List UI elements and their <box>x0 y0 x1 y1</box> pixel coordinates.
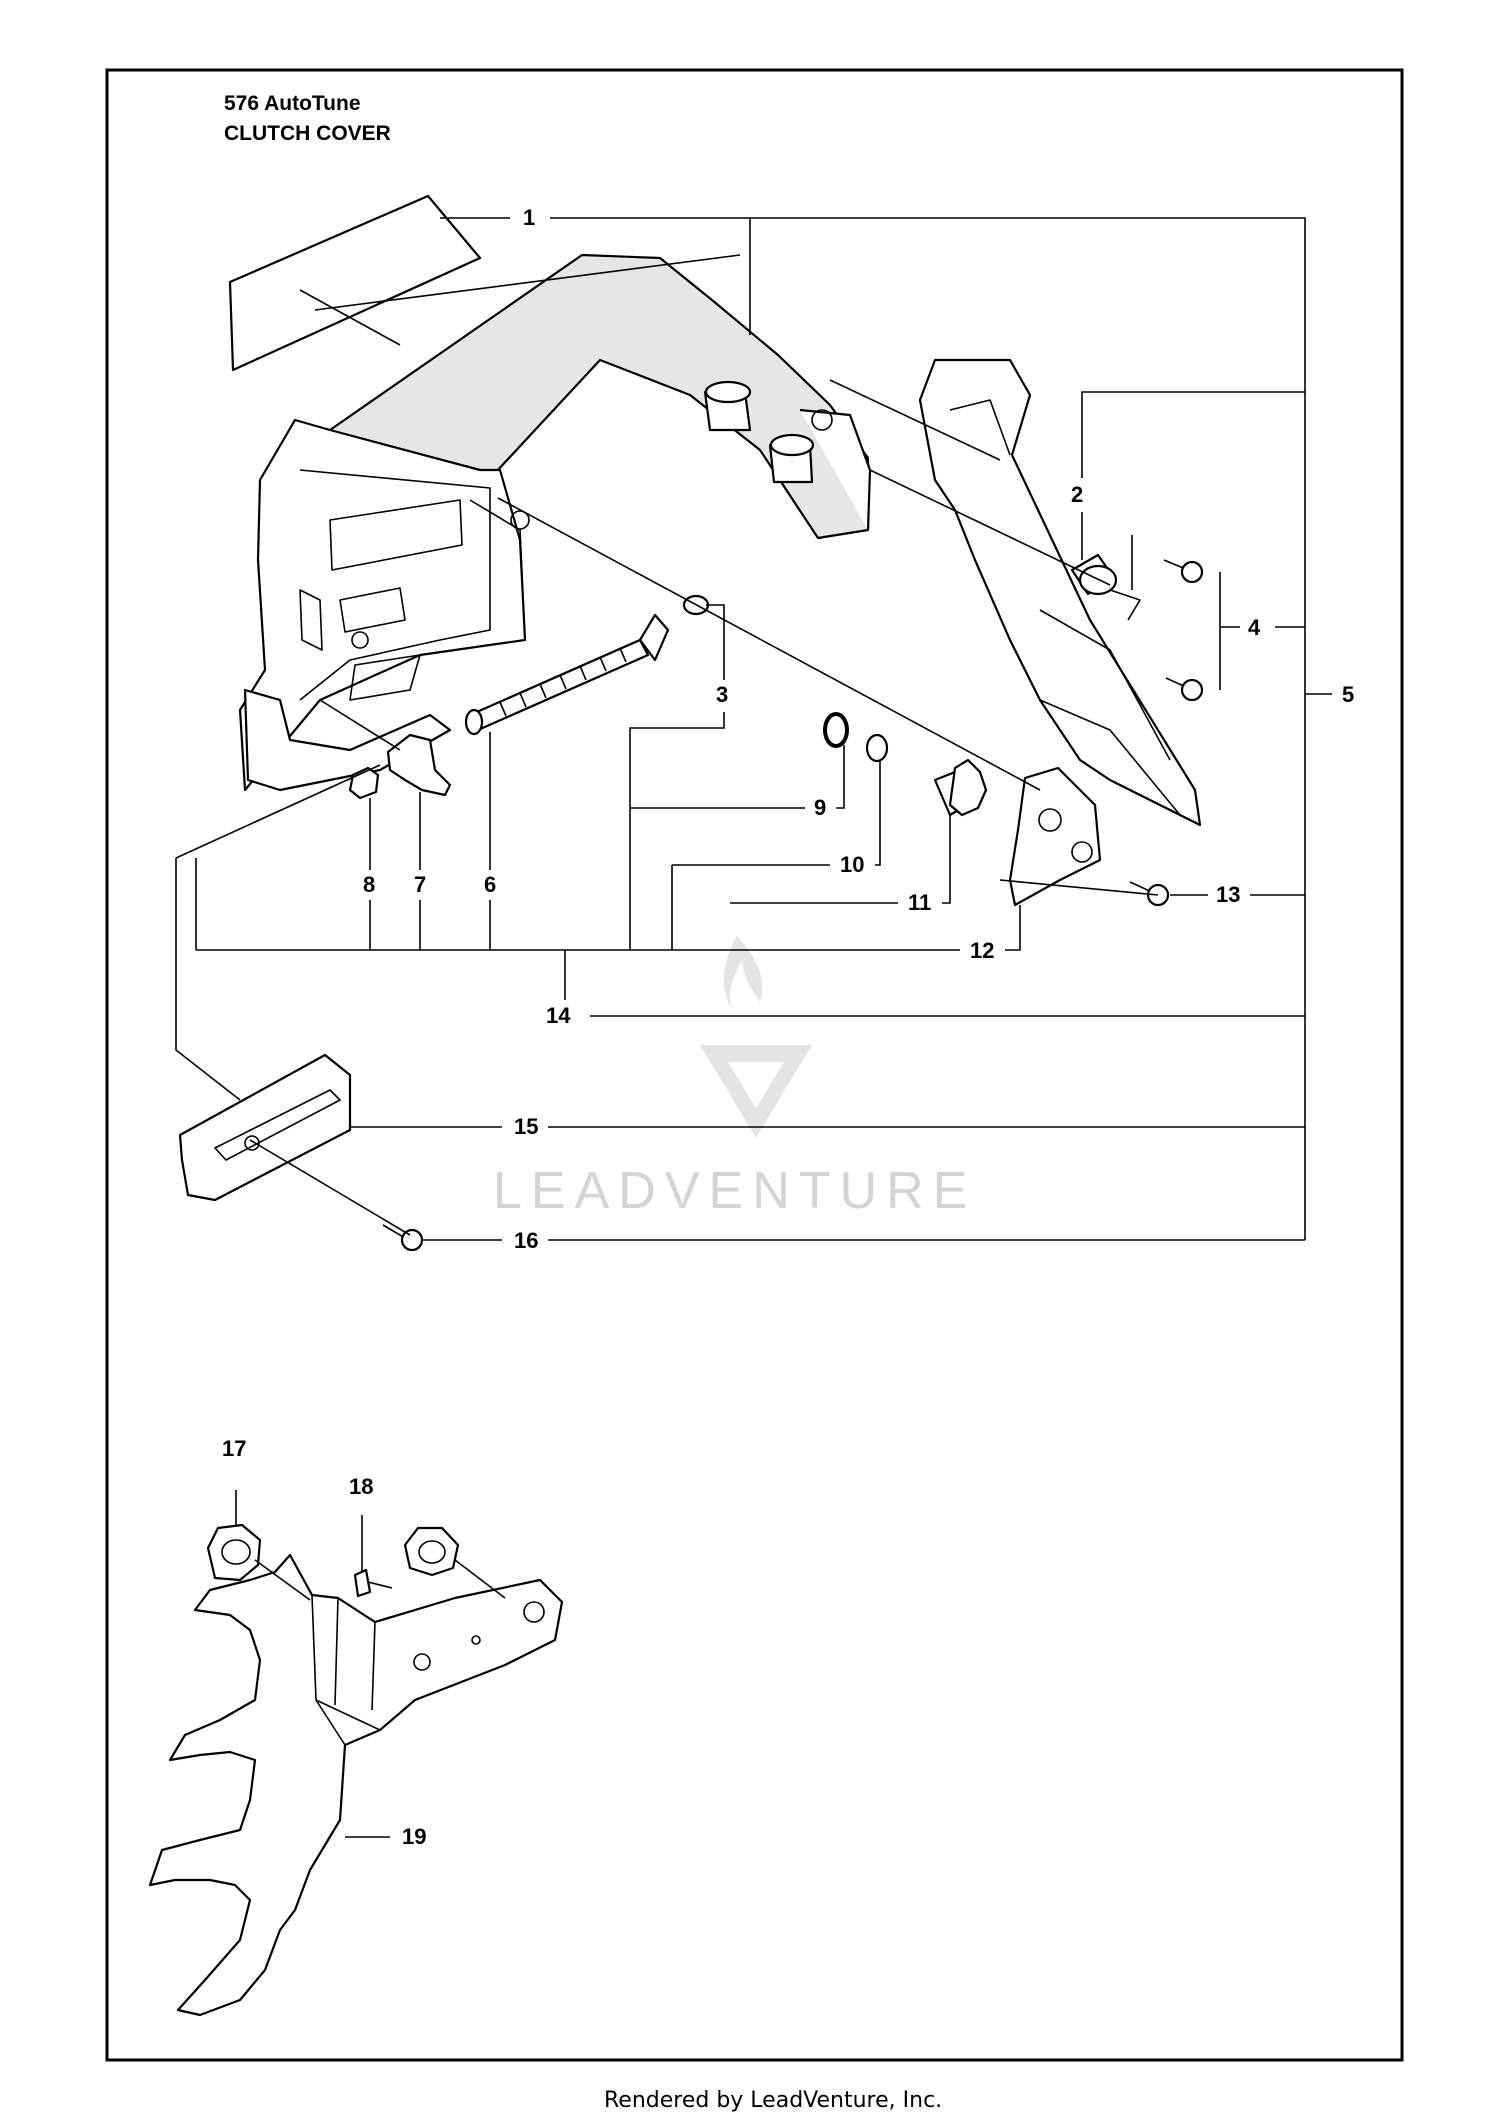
part-16-screw[interactable] <box>382 1224 424 1252</box>
callout-11[interactable]: 11 <box>908 890 931 915</box>
diagram-frame <box>105 68 1404 2062</box>
part-13-screw[interactable] <box>1129 881 1170 907</box>
callout-13[interactable]: 13 <box>1216 882 1240 907</box>
callout-3[interactable]: 3 <box>716 682 728 707</box>
footer-credit: Rendered by LeadVenture, Inc. <box>604 2088 942 2113</box>
part-19-bumper-spike[interactable] <box>148 1553 564 2017</box>
part-4-screw-lower[interactable] <box>1165 677 1204 702</box>
part-18-screw[interactable] <box>353 1568 393 1598</box>
part-9-o-ring[interactable] <box>823 712 849 748</box>
callout-18[interactable]: 18 <box>349 1474 373 1499</box>
callout-19[interactable]: 19 <box>402 1824 426 1849</box>
callout-2[interactable]: 2 <box>1071 482 1083 507</box>
part-10-washer[interactable] <box>865 733 889 763</box>
part-5-cover-lower-lip[interactable] <box>243 688 452 792</box>
callout-14[interactable]: 14 <box>546 1003 571 1028</box>
part-17-flange-nut-second[interactable] <box>403 1526 460 1577</box>
watermark-text: LEADVENTURE <box>493 1162 976 1220</box>
callout-6[interactable]: 6 <box>484 872 496 897</box>
part-17-flange-nut[interactable] <box>206 1523 262 1582</box>
section-title: CLUTCH COVER <box>224 122 391 145</box>
callout-4[interactable]: 4 <box>1248 615 1261 640</box>
callout-1[interactable]: 1 <box>523 205 535 230</box>
callout-16[interactable]: 16 <box>514 1228 538 1253</box>
callout-15[interactable]: 15 <box>514 1114 538 1139</box>
part-5-cover-arm[interactable] <box>918 358 1202 827</box>
callout-12[interactable]: 12 <box>970 938 994 963</box>
part-1-decal[interactable] <box>228 194 482 372</box>
part-7-tensioner-nut[interactable] <box>386 733 452 797</box>
callout-5[interactable]: 5 <box>1342 682 1354 707</box>
callout-17[interactable]: 17 <box>222 1436 246 1461</box>
leadventure-watermark-logo: LEADVENTURE <box>493 935 976 1220</box>
callout-10[interactable]: 10 <box>840 852 864 877</box>
part-15-chain-guard[interactable] <box>178 1053 352 1202</box>
model-title: 576 AutoTune <box>224 92 361 115</box>
part-11-gear[interactable] <box>933 758 988 817</box>
callout-8[interactable]: 8 <box>363 872 375 897</box>
callout-7[interactable]: 7 <box>414 872 426 897</box>
part-12-bracket-plate[interactable] <box>1008 766 1102 907</box>
part-6-chain-tensioner-screw[interactable] <box>464 613 670 736</box>
callout-9[interactable]: 9 <box>814 795 826 820</box>
part-4-screw-upper[interactable] <box>1163 559 1204 584</box>
